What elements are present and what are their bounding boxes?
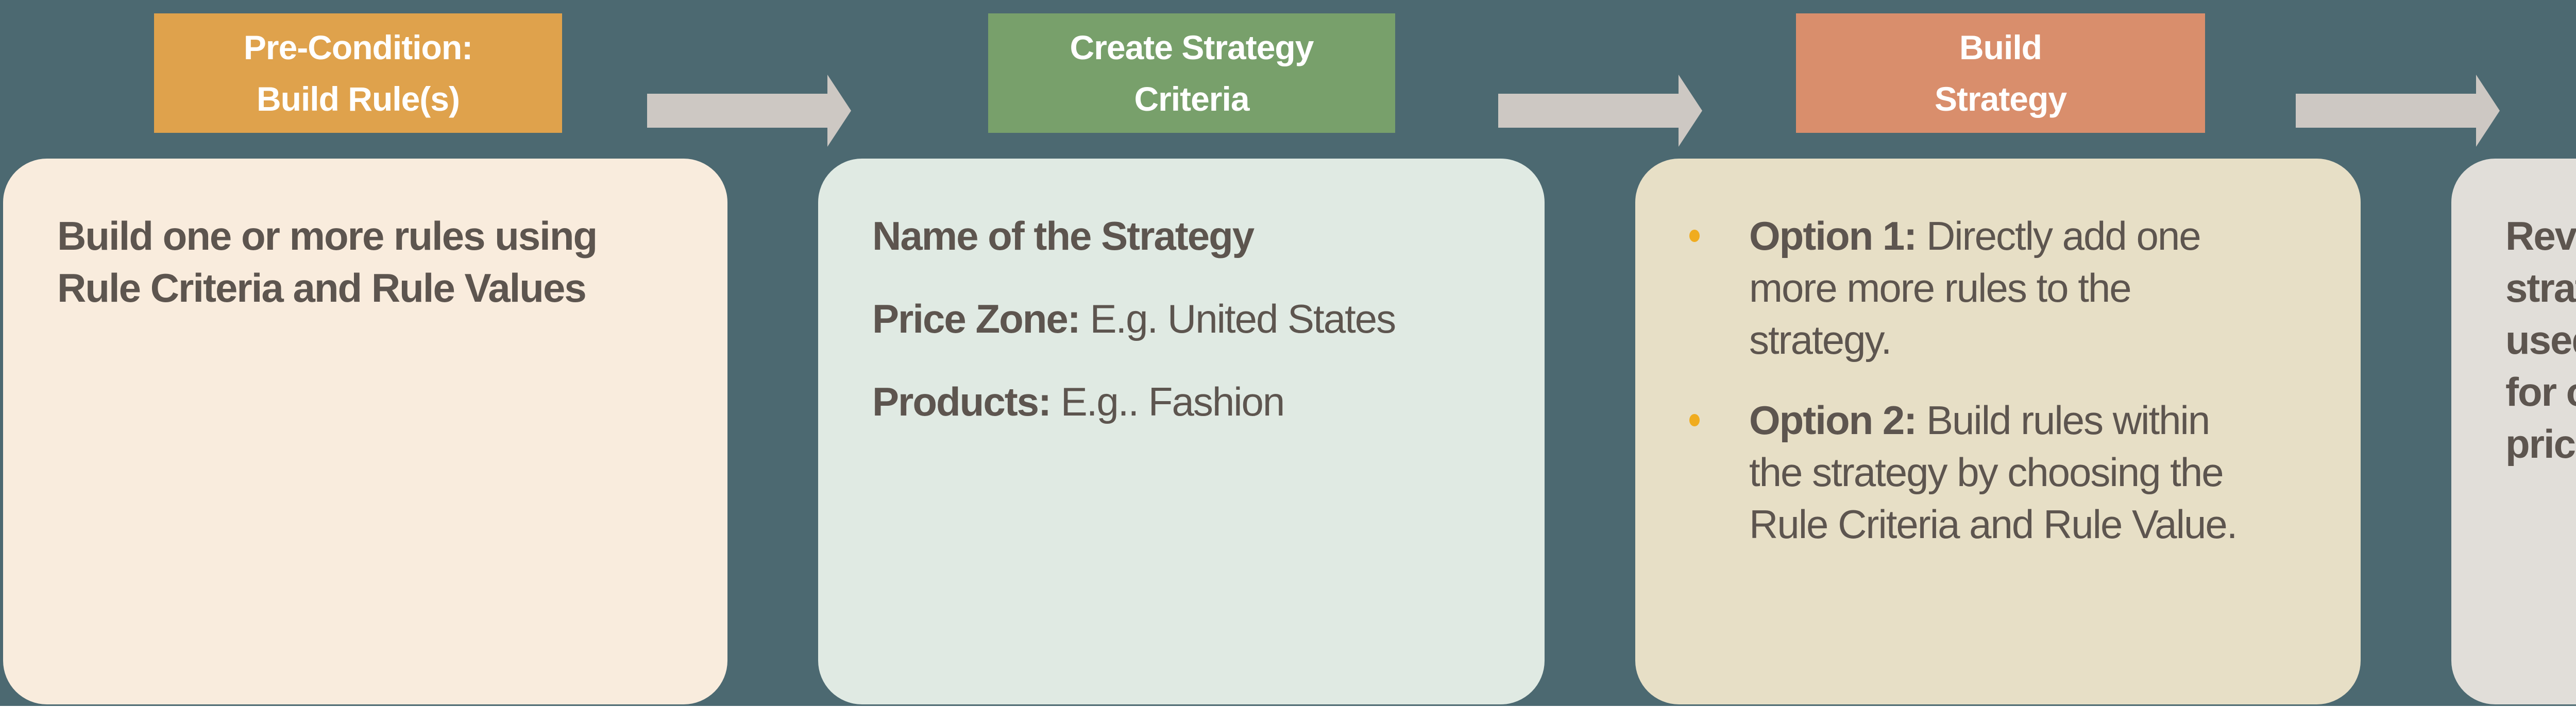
bullet-option-2: Option 2: Build rules within the strateg… — [1689, 394, 2330, 550]
right-arrow-icon — [2296, 75, 2500, 147]
arrow-shaft — [2296, 94, 2476, 128]
field-label: Price Zone: — [872, 296, 1081, 341]
field-label: Products: — [872, 379, 1052, 424]
bullet-dot-icon — [1689, 230, 1700, 242]
step-card-build-strategy: Option 1: Directly add one more more rul… — [1635, 159, 2361, 704]
field-value: E.g.. Fashion — [1060, 379, 1285, 424]
step-card-pre-condition: Build one or more rules using Rule Crite… — [3, 159, 727, 704]
step-header-create-strategy-criteria: Create Strategy Criteria — [988, 13, 1395, 133]
field-price-zone: Price Zone: E.g. United States — [872, 293, 1514, 345]
right-arrow-icon — [647, 75, 851, 147]
step-header-build-strategy: Build Strategy — [1796, 13, 2205, 133]
bullet-text: Option 2: Build rules within the strateg… — [1749, 394, 2238, 550]
bullet-option-1: Option 1: Directly add one more more rul… — [1689, 210, 2330, 366]
right-arrow-icon — [1498, 75, 1702, 147]
field-products: Products: E.g.. Fashion — [872, 376, 1514, 428]
bullet-description: Build rules within the strategy by choos… — [1749, 398, 2238, 547]
bullet-description: Directly add one more more rules to the … — [1749, 213, 2201, 362]
arrow-head — [2476, 75, 2500, 147]
step-header-pre-condition: Pre-Condition: Build Rule(s) — [154, 13, 562, 133]
field-value: E.g. United States — [1090, 296, 1396, 341]
step-card-review-submit: Review and submit the strategy, which wi… — [2451, 159, 2576, 704]
step-card-create-strategy-criteria: Name of the Strategy Price Zone: E.g. Un… — [818, 159, 1545, 704]
bullet-text: Option 1: Directly add one more more rul… — [1749, 210, 2201, 366]
field-label: Name of the Strategy — [872, 213, 1255, 258]
bullet-label: Option 1: — [1749, 213, 1917, 258]
bullet-label: Option 2: — [1749, 398, 1917, 443]
field-strategy-name: Name of the Strategy — [872, 210, 1514, 262]
step-card-text: Build one or more rules using Rule Crite… — [57, 213, 598, 310]
arrow-shaft — [1498, 94, 1679, 128]
bottom-edge-strip — [0, 706, 2576, 708]
bullet-dot-icon — [1689, 414, 1700, 426]
arrow-head — [1679, 75, 1702, 147]
arrow-head — [827, 75, 851, 147]
arrow-shaft — [647, 94, 827, 128]
step-card-text: Review and submit the strategy, which wi… — [2505, 213, 2576, 467]
